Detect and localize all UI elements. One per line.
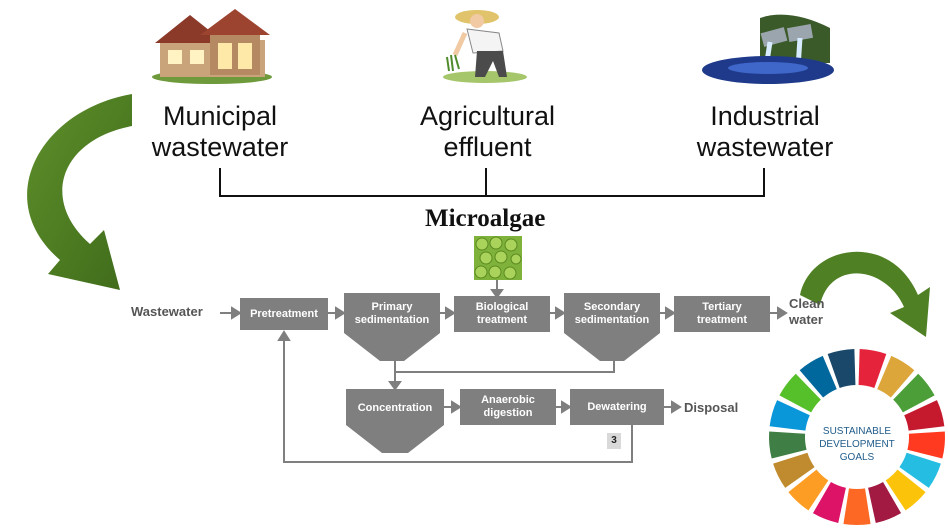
anaerobic-digestion-box: Anaerobic digestion [460,389,556,425]
secondary-sedimentation-tank [564,293,660,361]
sdg-segment [899,452,941,488]
sdg-label: SUSTAINABLE DEVELOPMENT GOALS [819,426,895,463]
biological-treatment-box: Biological treatment [454,296,550,332]
tertiary-treatment-box: Tertiary treatment [674,296,770,332]
factory-pipe-icon [702,14,834,84]
house-icon [152,9,272,84]
sdg-segment [788,469,829,511]
sdg-segment [885,469,926,511]
sdg-segment [893,373,935,413]
left-green-arrow [27,94,132,290]
sdg-segment [799,355,837,398]
sdg-segment [779,373,821,413]
microalgae-title: Microalgae [425,205,546,232]
sdg-segment [773,452,815,488]
farmer-icon [443,10,527,83]
microalgae-cells-icon [474,236,522,280]
concentration-box: Concentration [357,401,433,414]
sdg-segment [827,349,856,388]
sdg-segment [843,488,871,525]
primary-sedimentation-tank [344,293,440,361]
step-number-badge: 3 [607,433,621,449]
sdg-segment [907,431,945,459]
sdg-segment [769,431,807,459]
sdg-segment [904,400,945,431]
source-label-industrial: Industrial wastewater [696,101,834,162]
dewatering-box: Dewatering [570,389,664,425]
sdg-segment [858,349,887,388]
primary-sedimentation-box: Primary sedimentation [354,301,430,326]
source-label-municipal: Municipal wastewater [151,101,289,162]
sdg-segment [877,355,915,398]
clean-water-label: Clean water [789,296,825,327]
sdg-segment [812,482,846,523]
source-label-agricultural: Agricultural effluent [419,101,556,162]
right-green-arrow [800,251,930,337]
disposal-label: Disposal [684,400,739,415]
sdg-segment [769,400,810,431]
wastewater-input-label: Wastewater [131,304,203,319]
sdg-segment [868,482,902,523]
sdg-wheel-icon [769,349,945,525]
secondary-sedimentation-box: Secondary sedimentation [574,301,650,326]
concentration-tank [346,389,444,453]
pretreatment-box: Pretreatment [240,298,328,330]
